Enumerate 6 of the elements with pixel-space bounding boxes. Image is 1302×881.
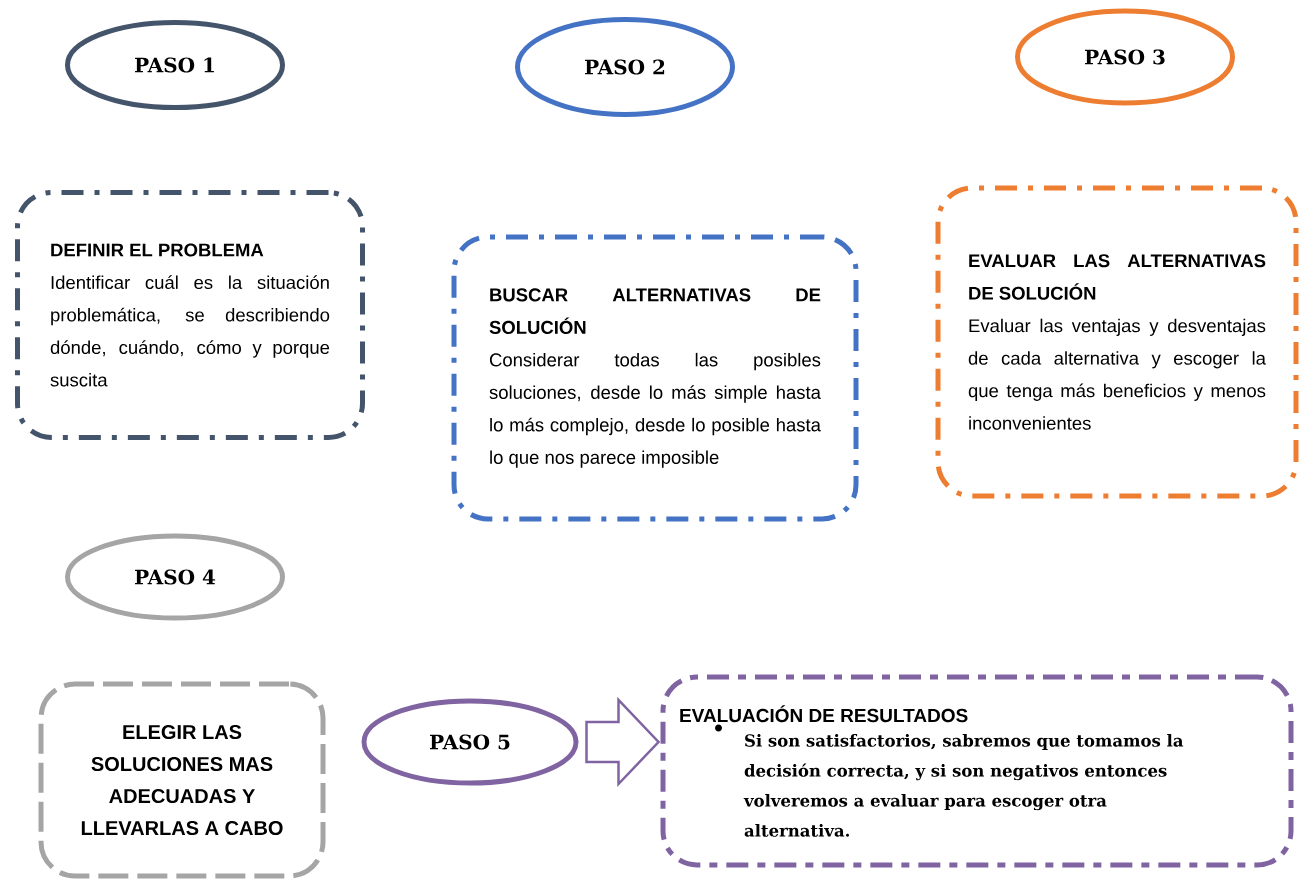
process-box: DEFINIR EL PROBLEMA Identificar cuál es la situación problemática, se describiendo dónde, cuándo, cómo y porque suscita [15,190,365,440]
process-box: BUSCAR ALTERNATIVAS DE SOLUCIÓN Considerar todas las posibles soluciones, desde lo más simple hasta lo más complejo, desde lo posible hasta lo que nos parece imposible [451,234,859,522]
process-box: ELEGIR LAS SOLUCIONES MAS ADECUADAS Y LLEVARLAS A CABO [38,681,326,879]
block-arrow [585,696,661,788]
process-box: EVALUAR LAS ALTERNATIVAS DE SOLUCIÓN Evaluar las ventajas y desventajas de cada alternativa y escoger la que tenga más beneficios y menos inconvenientes [935,185,1299,499]
process-box: EVALUACIÓN DE RESULTADOS Si son satisfactorios, sabremos que tomamos la decisión correcta, y si son negativos entonces volveremos a evaluar para escoger otra alternativa. [660,674,1294,868]
